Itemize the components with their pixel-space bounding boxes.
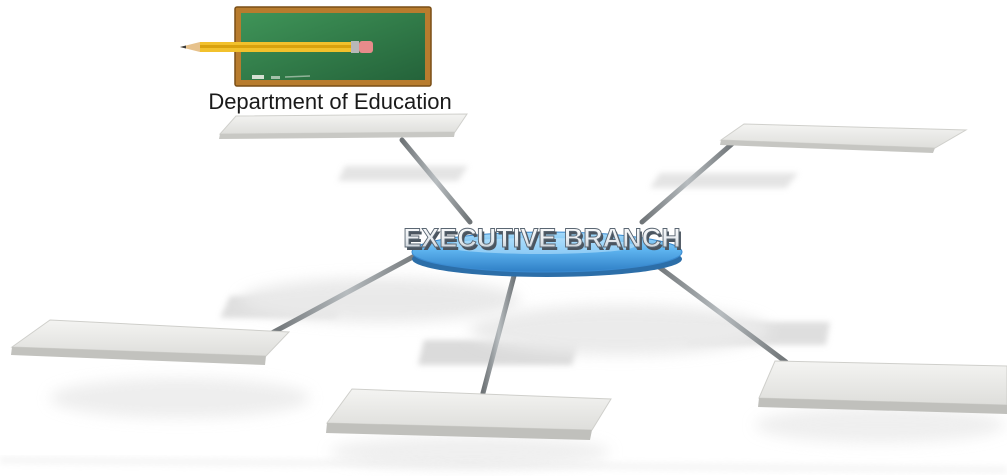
chalkboard-pencil-icon [180, 6, 432, 87]
connector-top-right [639, 140, 736, 225]
department-of-education-label: Department of Education [208, 89, 452, 114]
connector-top-left [399, 137, 473, 225]
connector-middle-left [269, 249, 425, 336]
executive-hub [411, 231, 683, 277]
floor-shadows [50, 166, 1005, 468]
executive-branch-title-text: EXECUTIVE BRANCH [403, 223, 681, 253]
branch-panel-top-left [218, 113, 468, 139]
branch-panel-top-right [719, 123, 968, 153]
branch-panel-middle-left [10, 319, 291, 365]
branch-panel-bottom-center [326, 388, 612, 440]
branch-panel-bottom-right [758, 360, 1007, 414]
pencil-icon [180, 41, 373, 53]
connector-bottom-right [652, 261, 789, 365]
executive-branch-title-shadow: EXECUTIVE BRANCH [405, 226, 683, 256]
connector-bottom-center [480, 269, 518, 396]
connector-rods [269, 137, 789, 396]
executive-branch-title: EXECUTIVE BRANCH EXECUTIVE BRANCH [403, 223, 683, 256]
floor-reflections [0, 456, 1007, 474]
